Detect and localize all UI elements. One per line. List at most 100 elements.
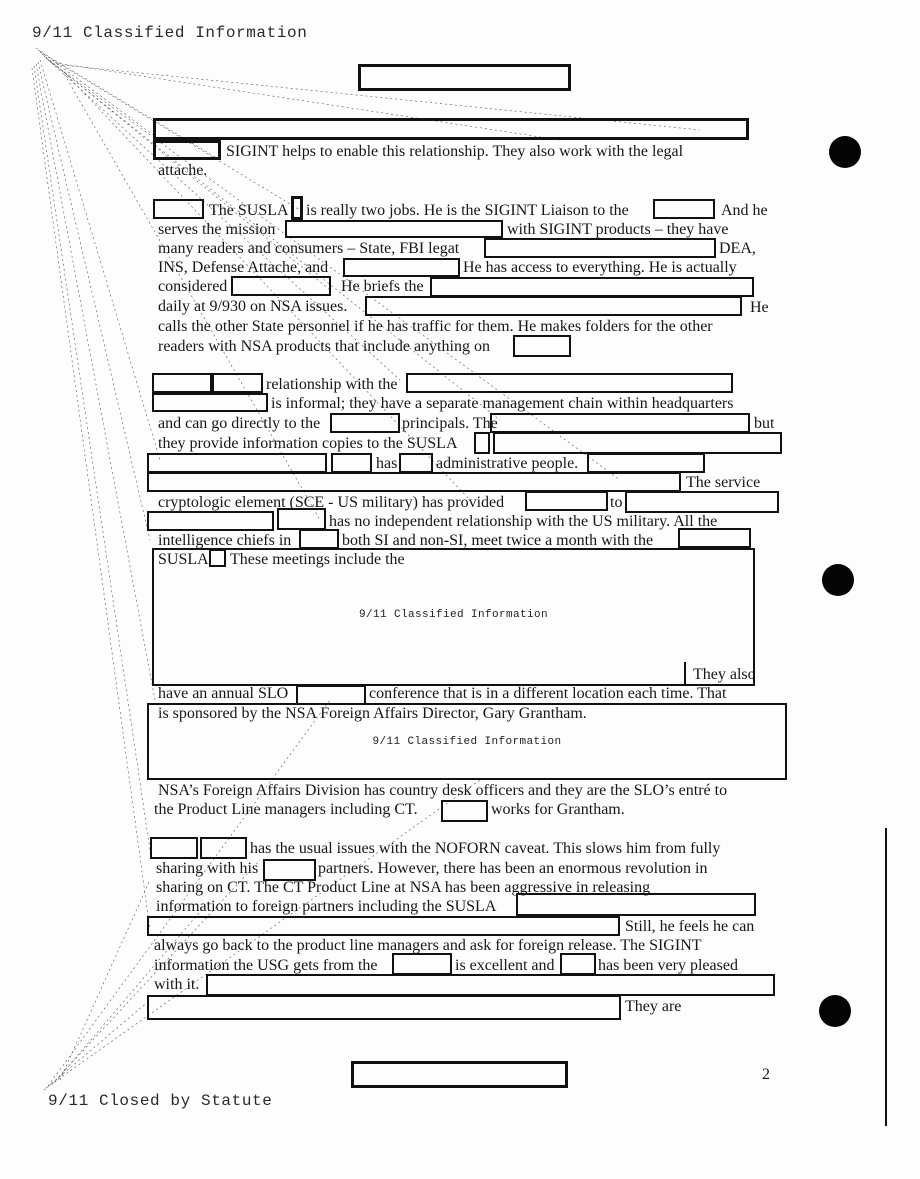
- paragraph3-line: has: [376, 455, 398, 472]
- paragraph2-line: serves the mission: [158, 221, 276, 238]
- paragraph5-line: sharing on CT. The CT Product Line at NS…: [156, 879, 651, 896]
- paragraph3-line: have an annual SLO: [158, 685, 289, 702]
- paragraph3-line: but: [754, 415, 775, 432]
- redaction-box: [516, 893, 756, 916]
- paragraph3-line: has no independent relationship with the…: [329, 513, 718, 530]
- redaction-box: [152, 373, 212, 393]
- paragraph5-line: They are: [625, 998, 682, 1015]
- paragraph3-line: cryptologic element (SCE - US military) …: [158, 494, 505, 511]
- paragraph2-line: He briefs the: [341, 278, 424, 295]
- redaction-box: [399, 453, 433, 473]
- redaction-box: [560, 953, 596, 975]
- margin-bar: [885, 828, 887, 1126]
- paragraph2-line: The SUSLA: [209, 202, 289, 219]
- redaction-box: [525, 491, 608, 511]
- paragraph2-line: daily at 9/930 on NSA issues.: [158, 298, 348, 315]
- redaction-box: [147, 511, 274, 531]
- paragraph3-line: to: [610, 494, 623, 511]
- paragraph3-line: principals. The: [402, 415, 498, 432]
- redaction-box: [153, 118, 749, 140]
- paragraph2-line: INS, Defense Attache, and: [158, 259, 329, 276]
- redaction-box: [153, 140, 221, 160]
- paragraph2-line: is really two jobs. He is the SIGINT Lia…: [306, 202, 629, 219]
- paragraph2-line: He has access to everything. He is actua…: [463, 259, 737, 276]
- paragraph3-line: administrative people.: [436, 455, 579, 472]
- redaction-notch: [684, 662, 690, 686]
- paragraph4-line: NSA’s Foreign Affairs Division has count…: [158, 782, 728, 799]
- classification-footer-stamp: 9/11 Closed by Statute: [48, 1092, 273, 1110]
- paragraph2-line: readers with NSA products that include a…: [158, 338, 490, 355]
- paragraph5-line: Still, he feels he can: [625, 918, 755, 935]
- redaction-box: [653, 199, 715, 219]
- paragraph5-line: information the USG gets from the: [154, 957, 378, 974]
- redaction-label: 9/11 Classified Information: [358, 609, 549, 621]
- paragraph2-line: DEA,: [719, 240, 756, 257]
- redaction-box: [330, 413, 400, 433]
- hole-punch-mark: [829, 136, 861, 168]
- paragraph3-line: they provide information copies to the S…: [158, 435, 458, 452]
- redaction-box: [474, 432, 490, 454]
- paragraph3-line: The service: [686, 474, 761, 491]
- redaction-box: [147, 995, 621, 1020]
- paragraph2-line: He: [750, 299, 769, 316]
- paragraph3-line: relationship with the: [266, 376, 398, 393]
- paragraph3-line: conference that is in a different locati…: [369, 685, 727, 702]
- paragraph4-line: the Product Line managers including CT.: [154, 801, 418, 818]
- paragraph3-line: is informal; they have a separate manage…: [271, 395, 734, 412]
- redaction-box: [153, 199, 204, 219]
- redaction-box: [147, 472, 681, 492]
- hole-punch-mark: [822, 564, 854, 596]
- redaction-block-large: 9/11 Classified Information: [152, 548, 755, 686]
- redaction-box: [152, 393, 268, 412]
- redaction-box: [493, 432, 782, 454]
- redaction-box-footer: [351, 1061, 568, 1088]
- redaction-block-large: 9/11 Classified Information: [147, 703, 787, 780]
- redaction-box: [277, 508, 326, 530]
- redaction-box: [587, 453, 705, 473]
- paragraph2-line: many readers and consumers – State, FBI …: [158, 240, 460, 257]
- redaction-label: 9/11 Classified Information: [372, 736, 562, 748]
- redaction-box: [678, 528, 751, 548]
- redaction-box: [263, 859, 316, 881]
- redaction-box-title: [358, 64, 571, 91]
- redaction-box: [331, 453, 372, 473]
- redaction-box: [231, 276, 331, 296]
- paragraph2-line: And he: [721, 202, 768, 219]
- paragraph3-line: both SI and non-SI, meet twice a month w…: [342, 532, 654, 549]
- redaction-box: [365, 296, 742, 316]
- paragraph3-line: SUSLA: [158, 551, 209, 568]
- redaction-box: [392, 953, 452, 975]
- redaction-box: [212, 373, 263, 393]
- redaction-box: [206, 974, 775, 996]
- redaction-box: [430, 277, 754, 297]
- paragraph5-line: always go back to the product line manag…: [154, 937, 702, 954]
- redaction-box: [484, 238, 716, 258]
- redaction-box: [209, 549, 226, 567]
- redaction-box: [291, 196, 303, 220]
- page-number: 2: [762, 1066, 770, 1083]
- redaction-box: [406, 373, 733, 393]
- paragraph5-line: has been very pleased: [598, 957, 738, 974]
- hole-punch-mark: [819, 995, 851, 1027]
- paragraph3-line: and can go directly to the: [158, 415, 321, 432]
- redaction-box: [343, 258, 460, 277]
- paragraph2-line: calls the other State personnel if he ha…: [158, 318, 713, 335]
- paragraph3-line: They also: [693, 666, 756, 683]
- redaction-box: [147, 453, 327, 473]
- redaction-box: [490, 413, 750, 433]
- paragraph5-line: with it.: [154, 976, 200, 993]
- paragraph1-line: attache.: [158, 162, 208, 179]
- paragraph5-line: has the usual issues with the NOFORN cav…: [250, 840, 721, 857]
- paragraph3-line: These meetings include the: [230, 551, 405, 568]
- paragraph5-line: is excellent and: [455, 957, 555, 974]
- paragraph5-line: information to foreign partners includin…: [156, 898, 497, 915]
- paragraph2-line: considered: [158, 278, 228, 295]
- redaction-box: [299, 529, 339, 549]
- redaction-box: [625, 491, 779, 513]
- redaction-box: [200, 837, 247, 859]
- redaction-box: [513, 335, 571, 357]
- paragraph5-line: sharing with his: [156, 860, 259, 877]
- classification-header-stamp: 9/11 Classified Information: [32, 24, 308, 42]
- redaction-box: [285, 220, 503, 238]
